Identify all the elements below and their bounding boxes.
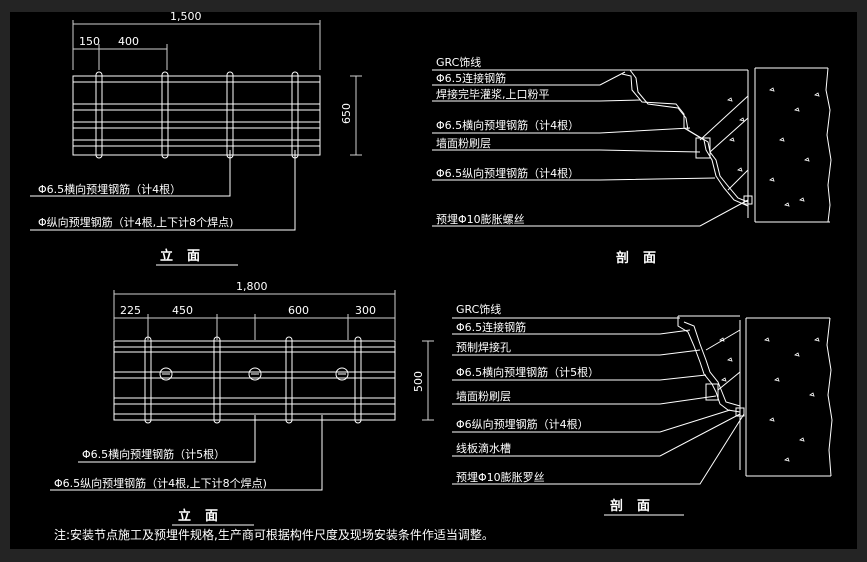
bottom-dim-600: 600 (288, 304, 309, 317)
bottom-elevation: 1,800 225 450 600 300 500 (50, 280, 434, 526)
top-section-grc-profile (616, 69, 753, 207)
top-section-leaders (432, 69, 749, 227)
bottom-dim-225: 225 (120, 304, 141, 317)
bottom-section-plaster-label: 墙面粉刷层 (456, 389, 511, 403)
top-section-connect-label: Φ6.5连接钢筋 (436, 71, 506, 85)
bottom-elev-title: 立面 (178, 508, 232, 524)
bottom-section-hole-label: 预制焊接孔 (456, 340, 511, 354)
top-elev-panel (72, 71, 321, 159)
top-dim-150: 150 (79, 35, 100, 48)
top-elev-horizontal-label: Φ6.5横向预埋钢筋（计4根） (38, 182, 181, 196)
bottom-elev-panel (113, 336, 396, 424)
bottom-section: GRC饰线 Φ6.5连接钢筋 预制焊接孔 Φ6.5横向预埋钢筋（计5根） 墙面粉… (452, 302, 833, 516)
top-section-wall (747, 67, 832, 223)
top-wall-concrete-dots (769, 87, 820, 207)
bottom-elev-weld-holes (159, 367, 349, 381)
bottom-section-wall (739, 317, 833, 477)
bottom-dim-450: 450 (172, 304, 193, 317)
top-elev-dimensions: 1,500 150 400 650 (72, 12, 362, 156)
top-section-bolt-label: 预埋Φ10膨胀螺丝 (436, 212, 525, 226)
general-note: 注:安装节点施工及预埋件规格,生产商可根据构件尺度及现场安装条件作适当调整。 (54, 527, 494, 542)
bottom-dim-300: 300 (355, 304, 376, 317)
bottom-section-vertical-label: Φ6纵向预埋钢筋（计4根） (456, 417, 589, 431)
top-elev-vertical-label: Φ纵向预埋钢筋（计4根,上下计8个焊点) (38, 215, 233, 229)
top-dim-400: 400 (118, 35, 139, 48)
bottom-section-horizontal-label: Φ6.5横向预埋钢筋（计5根） (456, 365, 599, 379)
bottom-dim-height: 500 (412, 371, 425, 392)
top-elev-leaders (30, 150, 296, 231)
bottom-section-title: 剖面 (610, 498, 664, 514)
bottom-wall-concrete-dots (764, 337, 820, 462)
bottom-elev-vertical-label: Φ6.5纵向预埋钢筋（计4根,上下计8个焊点) (54, 476, 267, 490)
top-dim-height: 650 (340, 103, 353, 124)
top-section-vertical-label: Φ6.5纵向预埋钢筋（计4根） (436, 166, 579, 180)
bottom-section-grc-label: GRC饰线 (456, 302, 501, 316)
bottom-section-leaders (452, 317, 745, 485)
bottom-section-bolt-label: 预埋Φ10膨胀罗丝 (456, 470, 545, 484)
top-section-horizontal-label: Φ6.5横向预埋钢筋（计4根） (436, 118, 579, 132)
top-section-plaster-label: 墙面粉刷层 (436, 136, 491, 150)
bottom-elev-horizontal-label: Φ6.5横向预埋钢筋（计5根） (82, 447, 225, 461)
cad-drawing: 1,500 150 400 650 Φ6.5横向预埋钢筋（计4根） (10, 12, 857, 549)
top-elev-title: 立面 (160, 248, 214, 264)
top-elevation: 1,500 150 400 650 Φ6.5横向预埋钢筋（计4根） (30, 12, 362, 266)
top-section: GRC饰线 Φ6.5连接钢筋 焊接完毕灌浆,上口粉平 Φ6.5横向预埋钢筋（计4… (432, 55, 832, 266)
bottom-elev-dimensions: 1,800 225 450 600 300 500 (113, 280, 434, 421)
bottom-section-grc-profile (677, 315, 745, 417)
top-section-weld-label: 焊接完毕灌浆,上口粉平 (436, 87, 550, 101)
bottom-section-drip-label: 线板滴水槽 (456, 441, 511, 455)
bottom-section-connect-label: Φ6.5连接钢筋 (456, 320, 526, 334)
bottom-elev-leaders (50, 415, 323, 491)
top-section-title: 剖面 (616, 250, 670, 266)
top-dim-overall: 1,500 (170, 12, 202, 23)
top-section-grc-label: GRC饰线 (436, 55, 481, 69)
bottom-dim-overall: 1,800 (236, 280, 268, 293)
